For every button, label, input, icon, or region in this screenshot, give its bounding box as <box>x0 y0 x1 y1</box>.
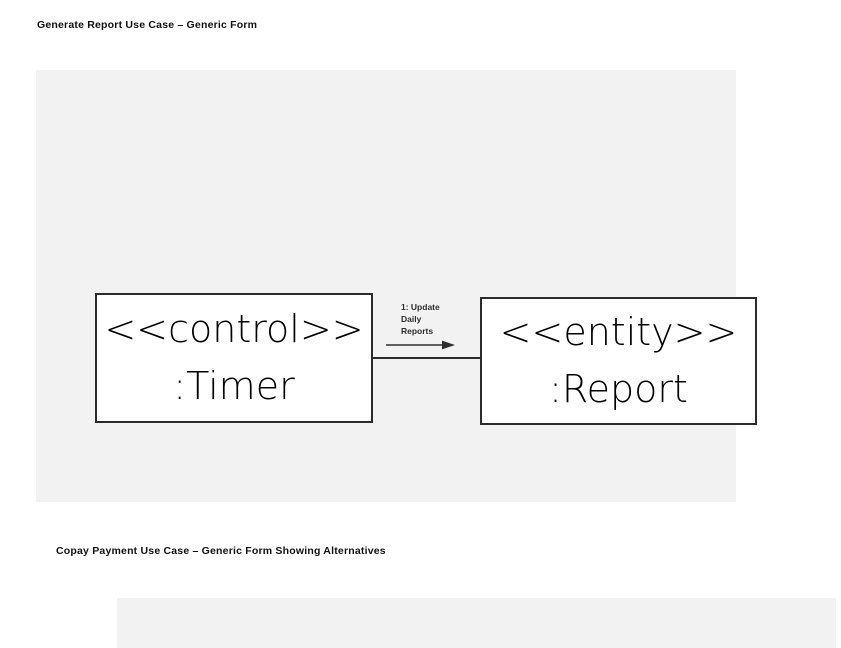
association-link-timer-report <box>373 357 480 359</box>
figure-caption-generate-report: Generate Report Use Case – Generic Form <box>37 19 258 31</box>
uml-object-report-stereotype: <<entity>> <box>499 309 738 354</box>
uml-object-timer-instance: :Timer <box>173 364 295 408</box>
uml-object-timer-stereotype: <<control>> <box>104 306 364 351</box>
uml-object-timer[interactable]: <<control>> :Timer <box>95 293 373 423</box>
uml-object-report-instance: :Report <box>549 367 688 411</box>
communication-diagram-canvas-copay-payment <box>117 598 836 648</box>
message-label-update-daily-reports: 1: Update Daily Reports <box>401 302 440 337</box>
communication-diagram-canvas-generate-report: <<control>> :Timer <<entity>> :Report 1:… <box>36 70 757 502</box>
uml-object-report[interactable]: <<entity>> :Report <box>480 297 757 425</box>
figure-caption-copay-payment: Copay Payment Use Case – Generic Form Sh… <box>56 545 386 557</box>
right-arrow-icon <box>386 340 455 350</box>
